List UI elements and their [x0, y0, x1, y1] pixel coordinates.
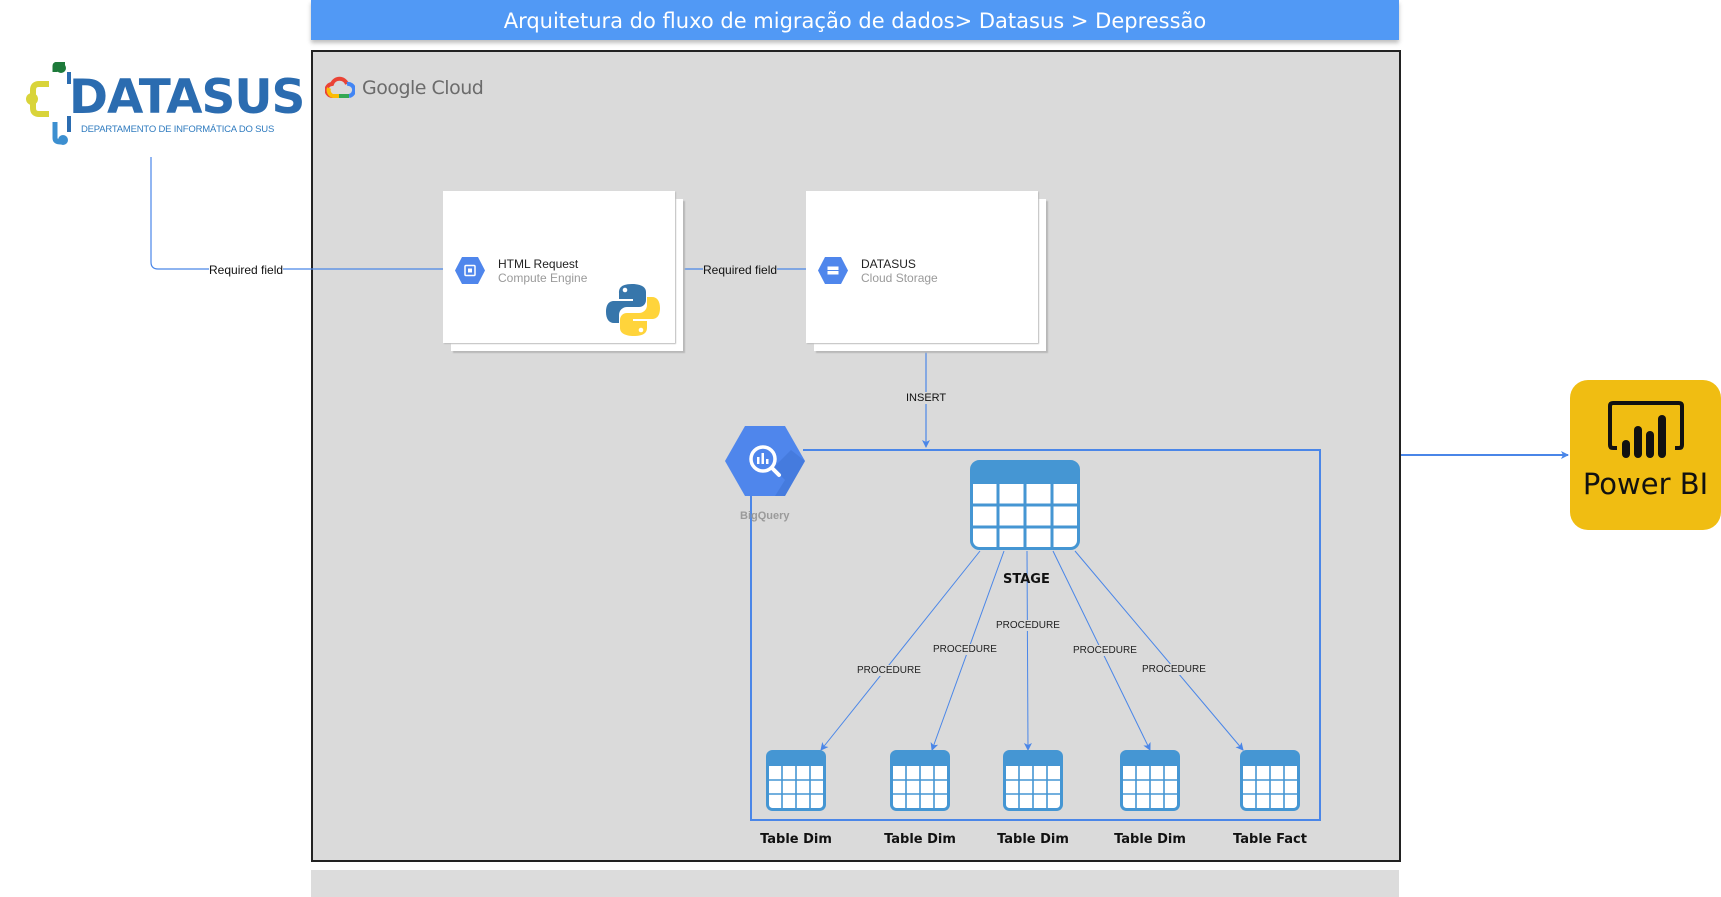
edge-label-procedure: PROCEDURE — [1073, 645, 1137, 656]
table-label: Table Dim — [1114, 832, 1186, 847]
edge-procedure-5 — [1074, 550, 1244, 751]
table-label: Table Fact — [1233, 832, 1307, 847]
stage-table-icon[interactable] — [970, 460, 1080, 550]
powerbi-label: Power BI — [1582, 467, 1709, 501]
bigquery-icon[interactable] — [725, 426, 805, 496]
table-icon[interactable] — [1003, 750, 1063, 811]
storage-subtitle: Cloud Storage — [861, 271, 938, 285]
datasus-cross-icon — [26, 62, 71, 145]
datasus-logo-text: DATASUS — [69, 70, 305, 125]
cloud-storage-icon — [818, 257, 848, 284]
powerbi-node[interactable]: Power BI — [1570, 380, 1721, 530]
compute-engine-icon — [455, 257, 485, 284]
diagram-title: Arquitetura do fluxo de migração de dado… — [311, 0, 1399, 40]
table-icon[interactable] — [766, 750, 826, 811]
edge-procedure-1 — [820, 550, 981, 751]
edge-source-to-compute — [150, 157, 452, 273]
storage-title: DATASUS — [861, 257, 916, 271]
table-label: Table Dim — [760, 832, 832, 847]
datasus-logo: DATASUS DEPARTAMENTO DE INFORMÁTICA DO S… — [25, 62, 305, 146]
powerbi-icon — [1608, 401, 1684, 458]
table-label: Table Dim — [884, 832, 956, 847]
edge-label-insert: INSERT — [906, 392, 947, 404]
edge-label-procedure: PROCEDURE — [933, 644, 997, 655]
table-icon[interactable] — [1120, 750, 1180, 811]
edge-label-required-field: Required field — [703, 263, 778, 277]
table-icon[interactable] — [1240, 750, 1300, 811]
python-icon — [606, 284, 660, 336]
edge-label-procedure: PROCEDURE — [1142, 664, 1206, 675]
google-cloud-frame — [311, 50, 1401, 862]
bigquery-container — [750, 449, 1321, 821]
edge-procedure-3 — [1023, 550, 1032, 751]
compute-title: HTML Request — [498, 257, 579, 271]
compute-subtitle: Compute Engine — [498, 271, 588, 285]
edge-label-procedure: PROCEDURE — [857, 665, 921, 676]
bigquery-label: BigQuery — [740, 510, 790, 522]
google-cloud-icon — [324, 76, 357, 100]
google-cloud-label: Google Cloud — [362, 77, 484, 99]
table-label: Table Dim — [997, 832, 1069, 847]
edge-label-procedure: PROCEDURE — [996, 620, 1060, 631]
table-icon[interactable] — [890, 750, 950, 811]
edge-label-required-field: Required field — [209, 263, 284, 277]
bottom-strip — [311, 870, 1399, 897]
stage-label: STAGE — [1003, 572, 1050, 587]
datasus-logo-subtitle: DEPARTAMENTO DE INFORMÁTICA DO SUS — [81, 124, 275, 135]
cloud-storage-node[interactable]: DATASUS Cloud Storage — [806, 191, 1038, 343]
compute-engine-node[interactable]: HTML Request Compute Engine — [443, 191, 675, 343]
